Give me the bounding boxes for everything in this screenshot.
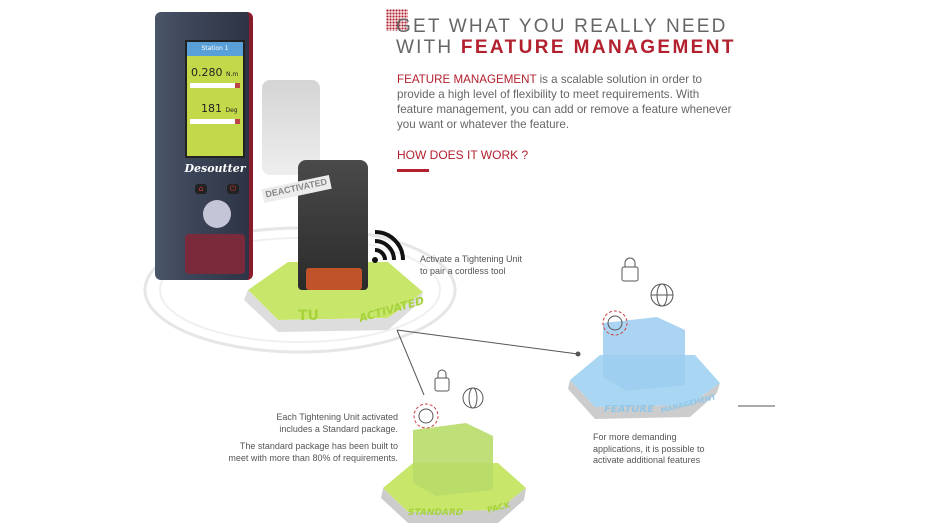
controller-device: Station 1 0.280 N.m 181 Deg Desoutter ⌂ … bbox=[155, 12, 253, 280]
gear-icon bbox=[602, 310, 628, 336]
angle-value: 181 bbox=[201, 102, 222, 115]
wrench-icon bbox=[418, 408, 434, 424]
device-screen: Station 1 0.280 N.m 181 Deg bbox=[185, 40, 245, 158]
intro-text: is a scalable solution in order to provi… bbox=[397, 73, 732, 131]
connector-line bbox=[396, 329, 579, 355]
caption-line: Each Tightening Unit activated bbox=[276, 412, 398, 422]
connector-line bbox=[396, 329, 425, 396]
tu-label: TU bbox=[298, 308, 319, 324]
underline-divider bbox=[397, 169, 429, 172]
angle-unit: Deg bbox=[225, 107, 238, 114]
standard-label: STANDARD bbox=[408, 508, 464, 518]
home-button[interactable]: ⌂ bbox=[195, 184, 207, 194]
device-grille bbox=[185, 234, 245, 274]
ghost-tool bbox=[262, 80, 320, 175]
caption-line: to pair a cordless tool bbox=[420, 265, 506, 276]
torque-unit: N.m bbox=[226, 71, 239, 78]
tu-platform bbox=[244, 262, 423, 332]
caption-line: activate additional features bbox=[593, 455, 701, 465]
lock-icon bbox=[434, 377, 450, 392]
caption-line: For more demanding bbox=[593, 432, 677, 442]
gear-icon bbox=[413, 403, 439, 429]
caption-line: Activate a Tightening Unit bbox=[420, 254, 523, 264]
torque-value: 0.280 bbox=[191, 66, 223, 79]
caption-line: includes a Standard package. bbox=[279, 423, 398, 434]
caption-line: The standard package has been built to bbox=[239, 441, 398, 451]
standard-platform bbox=[381, 369, 526, 523]
intro-highlight: FEATURE MANAGEMENT bbox=[397, 73, 537, 86]
title-highlight: FEATURE MANAGEMENT bbox=[460, 37, 736, 58]
caption-line: applications, it is possible to bbox=[593, 443, 705, 454]
title-prefix: WITH bbox=[396, 37, 461, 58]
title-line-1: GET WHAT YOU REALLY NEED bbox=[396, 16, 728, 37]
horse-logo-icon bbox=[203, 200, 231, 228]
screen-title: Station 1 bbox=[187, 42, 243, 56]
how-does-it-work-link[interactable]: HOW DOES IT WORK ? bbox=[397, 148, 529, 162]
tu-caption: Activate a Tightening Unit to pair a cor… bbox=[420, 254, 522, 277]
lock-icon bbox=[621, 266, 639, 282]
wifi-icon bbox=[372, 230, 405, 263]
intro-paragraph: FEATURE MANAGEMENT is a scalable solutio… bbox=[397, 72, 737, 132]
feature-platform bbox=[568, 257, 720, 419]
page-title: GET WHAT YOU REALLY NEED WITH FEATURE MA… bbox=[396, 16, 736, 58]
feature-label: FEATURE bbox=[604, 404, 654, 415]
brand-logo: Desoutter bbox=[184, 162, 246, 175]
globe-icon bbox=[462, 387, 484, 409]
caption-line: meet with more than 80% of requirements. bbox=[228, 452, 398, 463]
power-button[interactable]: ⏻ bbox=[227, 184, 239, 194]
dots-decoration bbox=[386, 9, 408, 31]
wrench-icon bbox=[607, 315, 623, 331]
connector-dot bbox=[575, 351, 581, 357]
feature-caption: For more demanding applications, it is p… bbox=[593, 432, 705, 467]
standard-caption: Each Tightening Unit activated includes … bbox=[200, 412, 398, 464]
